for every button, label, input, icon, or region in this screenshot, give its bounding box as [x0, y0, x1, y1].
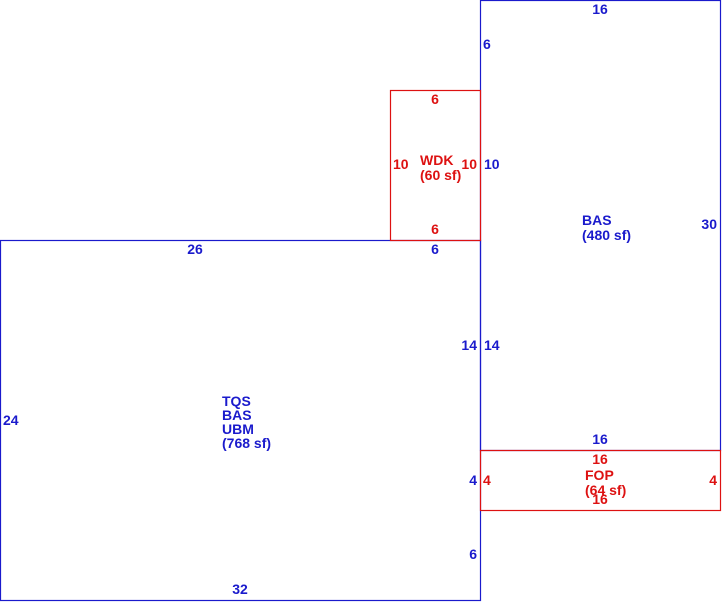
dim-right-bottom: 16 — [592, 431, 608, 447]
wdk-area-label: WDK (60 sf) — [420, 152, 461, 183]
dim-wdk-right: 10 — [461, 156, 477, 172]
dim-right-top: 16 — [592, 1, 608, 17]
main-left-area-label: TQS BAS UBM (768 sf) — [222, 393, 271, 451]
dim-left-top: 26 — [187, 241, 203, 257]
dim-fop-right: 4 — [709, 472, 717, 488]
dim-left-top-short: 6 — [431, 241, 439, 257]
dim-wdk-left: 10 — [393, 156, 409, 172]
main-dimensions: 16 6 10 30 14 16 26 6 14 4 6 24 32 — [3, 1, 717, 597]
additions-outline — [389, 89, 722, 512]
dim-wdk-top: 6 — [431, 91, 439, 107]
dim-wdk-bottom: 6 — [431, 221, 439, 237]
dim-left-right-upper: 14 — [461, 337, 477, 353]
dim-right-mid-side: 10 — [484, 156, 500, 172]
dim-left-bottom: 32 — [232, 581, 248, 597]
dim-fop-left: 4 — [483, 472, 491, 488]
dim-left-right-lower: 6 — [469, 546, 477, 562]
main-left-section — [0, 239, 482, 602]
dim-fop-bottom: 16 — [592, 491, 608, 507]
dim-fop-top: 16 — [592, 451, 608, 467]
dim-right-lower-side: 14 — [484, 337, 500, 353]
addition-dimensions: 6 6 10 10 16 16 4 4 — [393, 91, 717, 507]
fop-section — [479, 449, 722, 512]
dim-left-side: 24 — [3, 412, 19, 428]
main-right-area-label: BAS (480 sf) — [582, 212, 631, 243]
dim-right-upper-side: 6 — [483, 36, 491, 52]
wdk-section — [389, 89, 482, 242]
fop-area-label: FOP (64 sf) — [585, 467, 626, 498]
dim-left-right-mid: 4 — [469, 472, 477, 488]
dim-right-side: 30 — [701, 216, 717, 232]
